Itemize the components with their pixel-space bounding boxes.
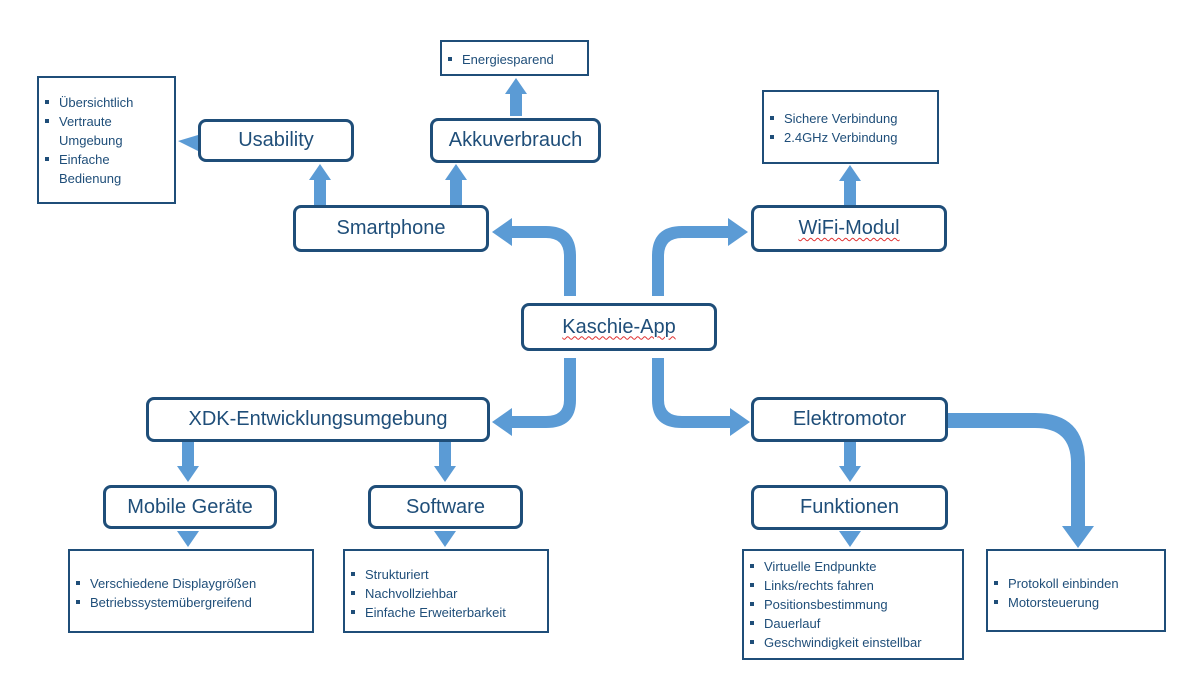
list-item: Energiesparend — [442, 50, 587, 69]
node-usability-label: Usability — [238, 129, 314, 151]
arrow-to-usability-list — [178, 131, 198, 151]
node-mobile-geraete-label: Mobile Geräte — [127, 495, 253, 518]
node-xdk-label: XDK-Entwicklungsumgebung — [188, 408, 448, 430]
list-protokoll: Protokoll einbinden Motorsteuerung — [986, 549, 1166, 632]
node-akkuverbrauch: Akkuverbrauch — [430, 118, 601, 163]
list-software: Strukturiert Nachvollziehbar Einfache Er… — [343, 549, 549, 633]
list-item: Übersichtlich — [39, 93, 174, 112]
node-funktionen-label: Funktionen — [800, 496, 899, 518]
list-item: Geschwindigkeit einstellbar — [744, 633, 962, 652]
list-energie: Energiesparend — [440, 40, 589, 76]
node-software: Software — [368, 485, 523, 529]
arrow-to-wifi-list — [839, 165, 861, 205]
arrow-to-xdk — [492, 358, 576, 436]
arrow-to-mobile — [177, 442, 199, 482]
list-item: Positionsbestimmung — [744, 595, 962, 614]
node-usability: Usability — [198, 119, 354, 162]
list-usability: Übersichtlich Vertraute Umgebung Einfach… — [37, 76, 176, 204]
list-item: Dauerlauf — [744, 614, 962, 633]
node-smartphone: Smartphone — [293, 205, 489, 252]
list-item: Einfache Bedienung — [39, 150, 174, 188]
node-elektromotor-label: Elektromotor — [792, 408, 907, 430]
list-item: Protokoll einbinden — [988, 574, 1164, 593]
list-wifi: Sichere Verbindung 2.4GHz Verbindung — [762, 90, 939, 164]
list-item: Einfache Erweiterbarkeit — [345, 603, 547, 622]
arrow-to-smartphone — [492, 218, 576, 296]
arrow-to-funktionen-list — [839, 531, 861, 547]
node-mobile-geraete: Mobile Geräte — [103, 485, 277, 529]
node-xdk: XDK-Entwicklungsumgebung — [146, 397, 490, 442]
node-software-label: Software — [406, 495, 485, 518]
arrow-to-software — [434, 442, 456, 482]
arrow-to-elektromotor — [652, 358, 750, 436]
arrow-to-akkuverbrauch — [445, 164, 467, 205]
list-item: Sichere Verbindung — [764, 109, 937, 128]
arrow-to-protokoll — [948, 413, 1094, 548]
list-item: Verschiedene Displaygrößen — [70, 574, 312, 593]
list-funktionen: Virtuelle Endpunkte Links/rechts fahren … — [742, 549, 964, 660]
arrow-to-usability — [309, 164, 331, 205]
list-item: Nachvollziehbar — [345, 584, 547, 603]
node-kaschie-app-label: Kaschie-App — [562, 315, 676, 338]
node-elektromotor: Elektromotor — [751, 397, 948, 442]
arrow-to-mobile-list — [177, 531, 199, 547]
node-akkuverbrauch-label: Akkuverbrauch — [448, 129, 583, 151]
list-item: Betriebssystemübergreifend — [70, 593, 312, 612]
arrow-to-energie — [505, 78, 527, 116]
list-item: Links/rechts fahren — [744, 576, 962, 595]
node-wifi-modul: WiFi-Modul — [751, 205, 947, 252]
arrow-to-wifi — [652, 218, 748, 296]
arrow-to-software-list — [434, 531, 456, 547]
list-item: 2.4GHz Verbindung — [764, 128, 937, 147]
list-item: Motorsteuerung — [988, 593, 1164, 612]
list-item: Vertraute Umgebung — [39, 112, 174, 150]
node-funktionen: Funktionen — [751, 485, 948, 530]
arrow-to-funktionen — [839, 442, 861, 482]
node-wifi-modul-label: WiFi-Modul — [798, 217, 900, 239]
node-smartphone-label: Smartphone — [336, 217, 446, 239]
node-kaschie-app: Kaschie-App — [521, 303, 717, 351]
list-item: Virtuelle Endpunkte — [744, 557, 962, 576]
list-mobile: Verschiedene Displaygrößen Betriebssyste… — [68, 549, 314, 633]
list-item: Strukturiert — [345, 565, 547, 584]
